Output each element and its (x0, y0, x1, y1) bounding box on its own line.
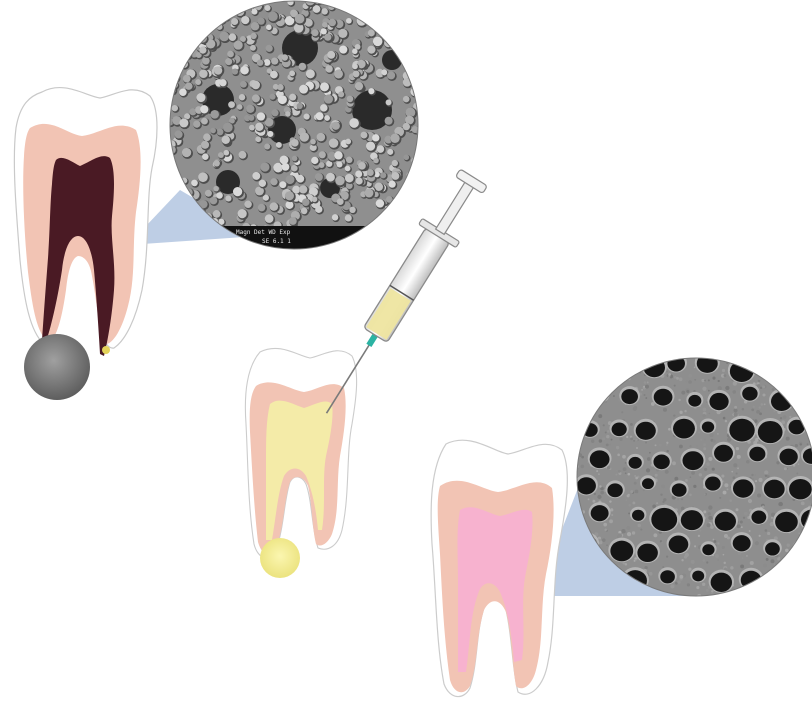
infected-tooth (14, 88, 157, 400)
sem-bar-labels: Magn Det WD Exp (236, 229, 291, 236)
filled-lesion (260, 538, 300, 578)
sem-bar-values: SE 6.1 1 (262, 238, 291, 245)
periapical-lesion (24, 334, 90, 400)
healed-tooth (431, 440, 567, 696)
tooth-dentin (438, 481, 554, 693)
treated-tooth (245, 348, 356, 578)
